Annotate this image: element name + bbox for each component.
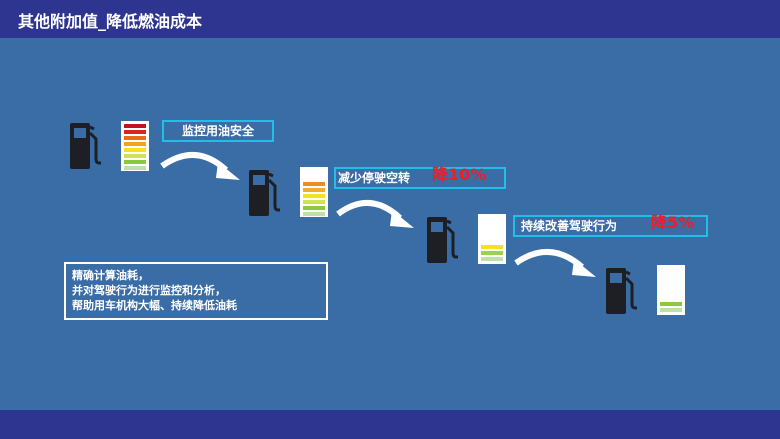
step-1-label: 监控用油安全	[182, 124, 255, 138]
summary-line-2: 并对驾驶行为进行监控和分析，	[72, 284, 226, 297]
gauge-segment	[124, 148, 146, 152]
fuel-pump-icon	[606, 268, 637, 314]
gauge-segment	[481, 245, 503, 249]
gauge-segment	[481, 257, 503, 261]
footer-bar	[0, 410, 780, 439]
header-bar: 其他附加值_降低燃油成本	[0, 0, 780, 38]
fuel-pump-icon	[249, 170, 280, 216]
gauge-segment	[124, 142, 146, 146]
fuel-pump-icon	[427, 217, 458, 263]
page-title: 其他附加值_降低燃油成本	[18, 12, 203, 31]
step-3-percent: 降5%	[651, 213, 695, 232]
summary-line-1: 精确计算油耗，	[72, 269, 149, 282]
curved-arrow-icon	[514, 248, 596, 277]
curved-arrow-icon	[160, 151, 240, 180]
gauge-segment	[660, 308, 682, 312]
fuel-gauge	[478, 214, 506, 264]
step-1-label-box: 监控用油安全	[162, 120, 274, 142]
gauge-segment	[303, 182, 325, 186]
fuel-gauge	[300, 167, 328, 217]
gauge-segment	[124, 166, 146, 170]
gauge-segment	[124, 154, 146, 158]
gauge-segment	[124, 160, 146, 164]
step-2-label-box: 减少停驶空转 降10%	[334, 165, 506, 189]
summary-line-3: 帮助用车机构大幅、持续降低油耗	[72, 299, 237, 312]
gauge-segment	[660, 302, 682, 306]
gauge-segment	[481, 251, 503, 255]
fuel-pump-icon	[70, 123, 101, 169]
gauge-segment	[124, 130, 146, 134]
fuel-gauge	[121, 121, 149, 171]
gauge-segment	[124, 136, 146, 140]
gauge-segment	[303, 206, 325, 210]
gauge-segment	[303, 212, 325, 216]
step-2-percent: 降10%	[432, 165, 487, 184]
step-2-label: 减少停驶空转	[338, 171, 411, 185]
step-3-label-box: 持续改善驾驶行为 降5%	[513, 213, 708, 237]
gauge-segment	[303, 188, 325, 192]
step-3-label: 持续改善驾驶行为	[521, 219, 618, 233]
summary-box: 精确计算油耗， 并对驾驶行为进行监控和分析， 帮助用车机构大幅、持续降低油耗	[64, 262, 328, 320]
curved-arrow-icon	[336, 199, 414, 228]
gauge-segment	[303, 200, 325, 204]
gauge-segment	[303, 194, 325, 198]
fuel-gauge	[657, 265, 685, 315]
gauge-segment	[124, 124, 146, 128]
